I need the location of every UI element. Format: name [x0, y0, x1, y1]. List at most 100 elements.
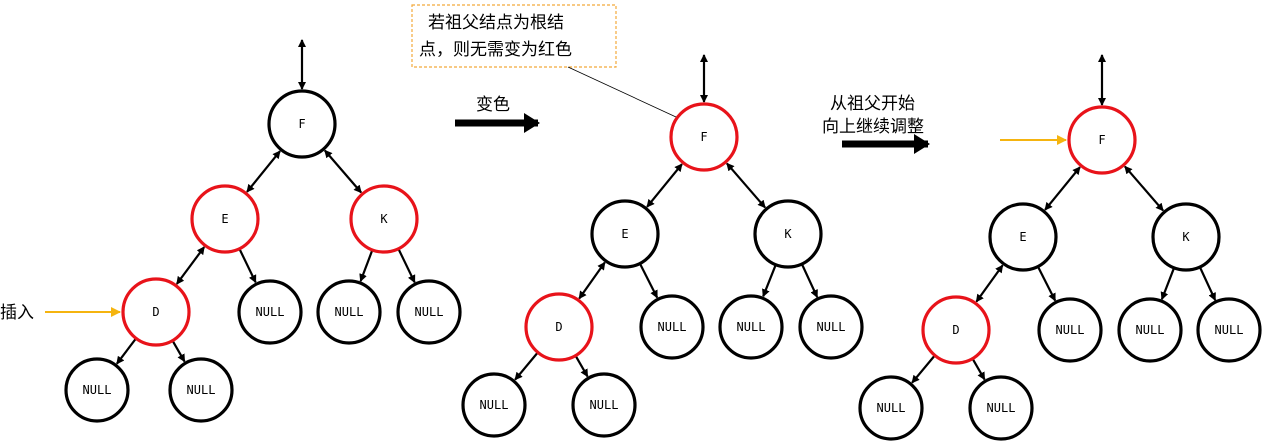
edge-F-E [646, 163, 683, 208]
null-node: NULL [571, 372, 637, 438]
node-D: D [121, 277, 191, 347]
node-label: F [700, 130, 707, 144]
red-node-circle [1067, 105, 1137, 175]
null-node: NULL [858, 375, 924, 441]
node-label: NULL [737, 320, 766, 334]
node-label: NULL [817, 320, 846, 334]
edge-E-N3 [1037, 266, 1057, 302]
node-label: NULL [590, 398, 619, 412]
edge-F-K [1124, 165, 1164, 212]
node-E: E [590, 199, 660, 269]
null-node: NULL [798, 294, 864, 360]
node-label: NULL [415, 305, 444, 319]
continue-label-line-1: 从祖父开始 [830, 94, 915, 114]
black-node-circle [1037, 297, 1103, 363]
edge-D-N2 [575, 355, 589, 378]
red-node-circle [349, 184, 419, 254]
edge-F-E [1044, 166, 1081, 211]
node-label: NULL [1056, 323, 1085, 337]
black-node-circle [1196, 297, 1262, 363]
black-node-circle [316, 279, 382, 345]
red-node-circle [524, 292, 594, 362]
edge-F-E [246, 150, 281, 193]
red-node-circle [921, 295, 991, 365]
node-label: NULL [877, 401, 906, 415]
node-F: F [1067, 105, 1137, 175]
tree-before-recolor: F E K D NULL NULL NULL NULL NULL [64, 39, 462, 423]
edge-K-N4 [359, 250, 374, 283]
node-label: D [555, 320, 562, 334]
note-box [411, 4, 617, 68]
black-node-circle [1117, 297, 1183, 363]
node-K: K [1151, 202, 1221, 272]
edge-F-K [324, 149, 362, 194]
edge-E-D [175, 246, 206, 285]
black-node-circle [237, 279, 303, 345]
black-node-circle [639, 294, 705, 360]
node-E: E [988, 202, 1058, 272]
null-node: NULL [968, 375, 1034, 441]
node-F: F [267, 89, 337, 159]
edge-E-D [975, 264, 1004, 303]
black-node-circle [461, 372, 527, 438]
node-F: F [669, 102, 739, 172]
node-label: NULL [480, 398, 509, 412]
null-node: NULL [1196, 297, 1262, 363]
black-node-circle [718, 294, 784, 360]
edge-D-N2 [972, 358, 986, 381]
edge-D-N1 [116, 338, 137, 365]
null-node: NULL [718, 294, 784, 360]
insert-label: 插入 [0, 303, 34, 323]
node-label: E [221, 212, 228, 226]
edge-E-D [578, 261, 606, 300]
edge-F-K [726, 162, 766, 209]
recolor-step: 变色 [455, 95, 540, 133]
edge-K-N4 [1160, 268, 1175, 301]
node-label: NULL [1215, 323, 1244, 337]
node-label: NULL [335, 305, 364, 319]
node-label: NULL [256, 305, 285, 319]
node-label: NULL [1136, 323, 1165, 337]
node-label: D [152, 305, 159, 319]
null-node: NULL [396, 279, 462, 345]
edge-K-N4 [762, 265, 777, 298]
red-node-circle [190, 184, 260, 254]
edge-K-N5 [1199, 267, 1217, 301]
continue-label-line-2: 向上继续调整 [822, 117, 924, 137]
node-K: K [349, 184, 419, 254]
node-label: E [621, 227, 628, 241]
edge-D-N1 [514, 352, 539, 381]
note-line-1: 若祖父结点为根结 [428, 13, 564, 33]
edge-E-N3 [238, 249, 257, 284]
node-label: NULL [83, 383, 112, 397]
node-K: K [753, 199, 823, 269]
red-node-circle [669, 102, 739, 172]
edge-E-N3 [639, 263, 659, 299]
continue-step: 从祖父开始 向上继续调整 [822, 94, 930, 154]
null-node: NULL [237, 279, 303, 345]
black-node-circle [396, 279, 462, 345]
black-node-circle [571, 372, 637, 438]
edge-D-N2 [172, 340, 186, 363]
null-node: NULL [64, 357, 130, 423]
black-node-circle [168, 357, 234, 423]
tree-continue-from-grandparent: F E K D NULL NULL NULL NULL NULL [858, 54, 1262, 441]
grandparent-root-note: 若祖父结点为根结 点，则无需变为红色 [411, 4, 677, 118]
node-label: D [952, 323, 959, 337]
null-node: NULL [1037, 297, 1103, 363]
recolor-label: 变色 [476, 95, 510, 115]
node-label: K [784, 227, 792, 241]
node-D: D [524, 292, 594, 362]
null-node: NULL [168, 357, 234, 423]
null-node: NULL [461, 372, 527, 438]
edge-K-N5 [397, 249, 416, 284]
node-label: F [298, 117, 305, 131]
null-node: NULL [1117, 297, 1183, 363]
node-label: E [1019, 230, 1026, 244]
black-node-circle [64, 357, 130, 423]
note-pointer-line [567, 66, 677, 118]
node-label: K [1182, 230, 1190, 244]
note-line-2: 点，则无需变为红色 [419, 40, 572, 60]
black-node-circle [968, 375, 1034, 441]
